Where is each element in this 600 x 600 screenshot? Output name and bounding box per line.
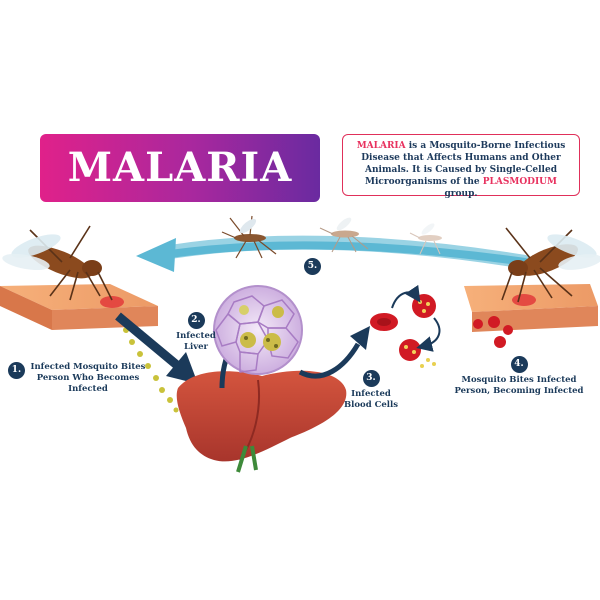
flying-mosquito-2	[319, 217, 369, 253]
step-4: 4. Mosquito Bites Infected Person, Becom…	[444, 356, 594, 397]
step-3: 3. Infected Blood Cells	[336, 370, 406, 411]
mosquito-right	[501, 227, 600, 303]
definition-box: MALARIA is a Mosquito-Borne Infectious D…	[342, 134, 580, 199]
step-5: 5.	[304, 258, 321, 275]
step-label: Mosquito Bites Infected Person, Becoming…	[454, 375, 584, 396]
step-label: Infected Blood Cells	[343, 389, 399, 410]
keyword-malaria: MALARIA	[356, 141, 406, 151]
step-number: 5.	[304, 258, 321, 275]
arrow-skin-to-liver	[115, 312, 198, 384]
flying-mosquito-3	[409, 223, 442, 255]
step-number: 4.	[510, 356, 528, 373]
step-2: 2. Infected Liver	[176, 312, 216, 353]
step-number: 2.	[187, 312, 205, 329]
liver	[176, 370, 347, 473]
return-arrow	[136, 235, 532, 272]
keyword-plasmodium: PLASMODIUM	[482, 177, 557, 187]
mosquito-left	[2, 225, 113, 301]
step-number: 3.	[362, 370, 380, 387]
title-banner	[40, 134, 320, 202]
page-title: MALARIA	[67, 144, 293, 191]
step-label: Infected Liver	[176, 331, 216, 352]
definition-text-2: group.	[444, 189, 478, 199]
step-1: 1. Infected Mosquito Bites Person Who Be…	[8, 362, 146, 395]
liver-cells-magnified	[213, 285, 303, 375]
skin-right	[464, 284, 598, 348]
step-label: Infected Mosquito Bites Person Who Becom…	[30, 362, 146, 394]
blood-cells	[370, 284, 441, 368]
step-number: 1.	[8, 362, 25, 379]
skin-left	[0, 284, 158, 330]
arrow-to-blood	[298, 326, 370, 379]
definition-text-1: is a Mosquito-Borne Infectious Disease t…	[361, 141, 566, 187]
flying-mosquito-1	[221, 215, 277, 259]
